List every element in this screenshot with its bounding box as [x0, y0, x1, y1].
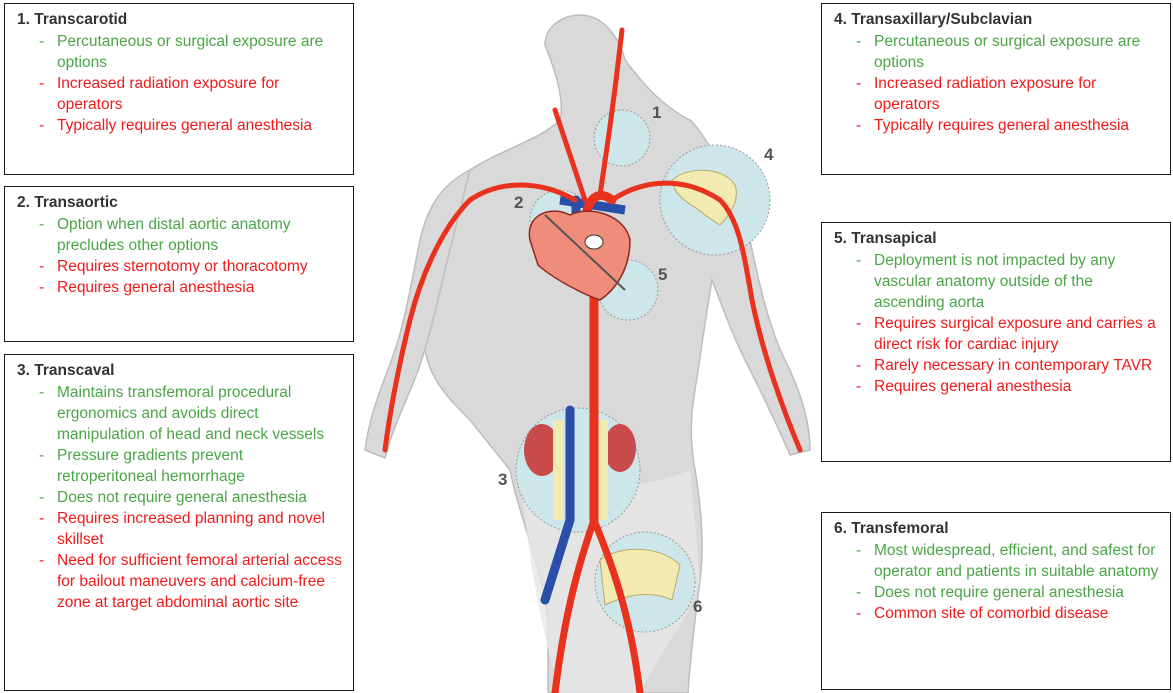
disadvantage-item: Typically requires general anesthesia	[856, 115, 1160, 136]
disadvantage-item: Need for sufficient femoral arterial acc…	[39, 550, 343, 613]
box-transfemoral: 6. Transfemoral Most widespread, efficie…	[821, 512, 1171, 690]
disadvantage-item: Requires general anesthesia	[856, 376, 1160, 397]
label-6: 6	[693, 597, 702, 616]
advantage-item: Maintains transfemoral procedural ergono…	[39, 382, 343, 445]
disadvantage-item: Rarely necessary in contemporary TAVR	[856, 355, 1160, 376]
right-iliac-femoral	[590, 516, 644, 693]
right-kidney	[604, 424, 636, 472]
box-list: Percutaneous or surgical exposure are op…	[834, 31, 1160, 136]
advantage-item: Option when distal aortic anatomy preclu…	[39, 214, 343, 256]
box-list: Option when distal aortic anatomy preclu…	[17, 214, 343, 298]
disadvantage-item: Typically requires general anesthesia	[39, 115, 343, 136]
disadvantage-item: Requires general anesthesia	[39, 277, 343, 298]
box-title: 4. Transaxillary/Subclavian	[834, 11, 1033, 28]
advantage-item: Percutaneous or surgical exposure are op…	[856, 31, 1160, 73]
advantage-item: Percutaneous or surgical exposure are op…	[39, 31, 343, 73]
left-subclavian-arm	[609, 180, 803, 453]
zone-1	[593, 109, 651, 167]
advantage-item: Most widespread, efficient, and safest f…	[856, 540, 1160, 582]
box-title: 5. Transapical	[834, 230, 937, 247]
box-title: 6. Transfemoral	[834, 520, 949, 537]
heart	[528, 210, 631, 301]
valve-device	[584, 234, 604, 250]
disadvantage-item: Common site of comorbid disease	[856, 603, 1160, 624]
box-transcarotid: 1. Transcarotid Percutaneous or surgical…	[4, 3, 354, 175]
box-transcaval: 3. Transcaval Maintains transfemoral pro…	[4, 354, 354, 691]
box-transaortic: 2. Transaortic Option when distal aortic…	[4, 186, 354, 342]
box-list: Deployment is not impacted by any vascul…	[834, 250, 1160, 397]
box-title: 1. Transcarotid	[17, 11, 128, 28]
advantage-item: Pressure gradients prevent retroperitone…	[39, 445, 343, 487]
right-carotid	[552, 107, 588, 203]
catheter	[544, 214, 626, 291]
advantage-item: Does not require general anesthesia	[39, 487, 343, 508]
label-2: 2	[514, 193, 523, 212]
disadvantage-item: Increased radiation exposure for operato…	[39, 73, 343, 115]
left-iliac-femoral	[551, 516, 598, 693]
advantage-item: Does not require general anesthesia	[856, 582, 1160, 603]
advantage-item: Deployment is not impacted by any vascul…	[856, 250, 1160, 313]
box-title: 3. Transcaval	[17, 362, 115, 379]
box-list: Maintains transfemoral procedural ergono…	[17, 382, 343, 613]
left-carotid	[597, 27, 625, 198]
disadvantage-item: Requires surgical exposure and carries a…	[856, 313, 1160, 355]
box-list: Percutaneous or surgical exposure are op…	[17, 31, 343, 136]
disadvantage-item: Increased radiation exposure for operato…	[856, 73, 1160, 115]
label-1: 1	[652, 103, 661, 122]
label-4: 4	[764, 145, 774, 164]
right-subclavian-arm	[382, 182, 578, 453]
box-transapical: 5. Transapical Deployment is not impacte…	[821, 222, 1171, 462]
arterial-tree	[382, 27, 803, 693]
spine-left	[553, 420, 563, 520]
left-kidney	[524, 424, 560, 476]
spine-right	[598, 420, 608, 520]
box-title: 2. Transaortic	[17, 194, 118, 211]
disadvantage-item: Requires increased planning and novel sk…	[39, 508, 343, 550]
box-transaxillary: 4. Transaxillary/Subclavian Percutaneous…	[821, 3, 1171, 175]
box-list: Most widespread, efficient, and safest f…	[834, 540, 1160, 624]
label-3: 3	[498, 470, 507, 489]
disadvantage-item: Requires sternotomy or thoracotomy	[39, 256, 343, 277]
label-5: 5	[658, 265, 667, 284]
left-arm	[364, 168, 472, 460]
